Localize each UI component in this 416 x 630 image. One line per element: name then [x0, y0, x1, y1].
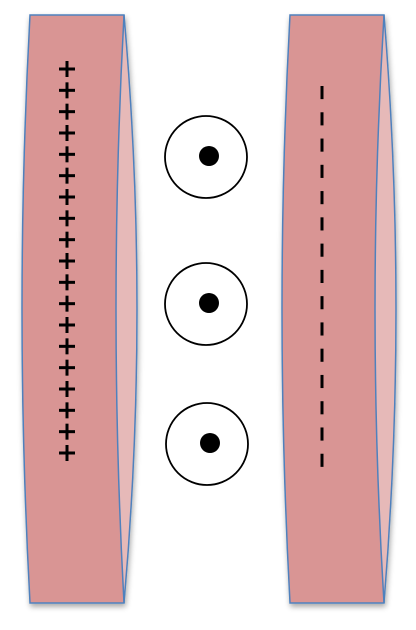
- plus-charge: [59, 317, 75, 333]
- right-plate: [281, 14, 397, 604]
- plus-charge: [59, 381, 75, 397]
- right-plate-side: [374, 14, 397, 604]
- plus-charge: [59, 82, 75, 99]
- left-plate-side: [115, 14, 138, 604]
- plus-charge: [59, 402, 75, 419]
- plus-charge: [59, 103, 75, 120]
- plus-charge: [59, 231, 75, 248]
- plus-charge: [59, 189, 75, 205]
- plus-charge: [59, 445, 75, 461]
- plus-charge: [59, 61, 75, 77]
- plus-charge: [59, 167, 75, 184]
- plus-charge: [59, 295, 75, 312]
- right-plate-face: [281, 14, 385, 604]
- plus-charge: [59, 338, 75, 355]
- plus-charge: [59, 423, 75, 440]
- left-plate-face: [21, 14, 125, 604]
- plus-charge: [59, 210, 75, 227]
- field-out-of-page-icon: [165, 402, 249, 486]
- left-plate: [21, 14, 138, 604]
- field-out-of-page-icon: [164, 262, 248, 346]
- positive-charges: [59, 61, 75, 461]
- plus-charge: [59, 253, 75, 269]
- plus-charge: [59, 274, 75, 291]
- plus-charge: [59, 125, 75, 141]
- plus-charge: [59, 359, 75, 376]
- field-markers: [164, 115, 249, 486]
- field-out-of-page-icon: [164, 115, 248, 199]
- plus-charge: [59, 146, 75, 163]
